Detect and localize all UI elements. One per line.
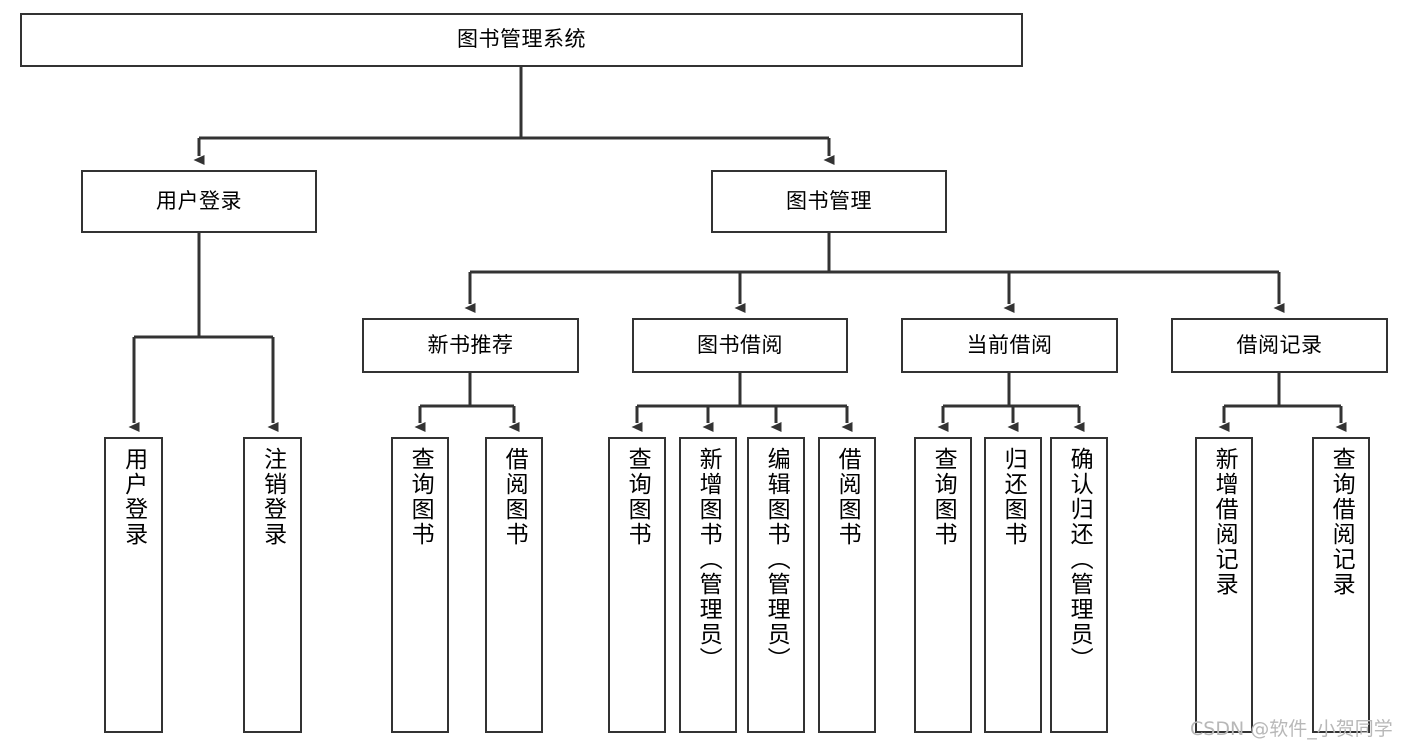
node-root-label: 图书管理系统 <box>457 27 586 52</box>
node-leaf-query-record-label: 查询借阅记录 <box>1328 447 1355 597</box>
watermark: CSDN @软件_小贺同学 <box>1190 718 1393 740</box>
node-leaf-add-record-label: 新增借阅记录 <box>1211 447 1238 597</box>
node-leaf-user-login[interactable]: 用户登录 <box>104 437 163 733</box>
node-leaf-edit-book-label: 编辑图书（管理员） <box>763 447 790 672</box>
node-leaf-borrow-book-rec[interactable]: 借阅图书 <box>485 437 543 733</box>
node-leaf-edit-book[interactable]: 编辑图书（管理员） <box>747 437 805 733</box>
node-current-borrow[interactable]: 当前借阅 <box>901 318 1118 373</box>
node-leaf-logout-label: 注销登录 <box>259 447 286 547</box>
node-leaf-query-record[interactable]: 查询借阅记录 <box>1312 437 1370 733</box>
node-leaf-logout[interactable]: 注销登录 <box>243 437 302 733</box>
node-new-book-recommend[interactable]: 新书推荐 <box>362 318 579 373</box>
node-user-login-label: 用户登录 <box>156 188 242 213</box>
node-leaf-query-book-rec-label: 查询图书 <box>407 447 434 547</box>
node-new-book-recommend-label: 新书推荐 <box>427 332 514 357</box>
node-borrow-record[interactable]: 借阅记录 <box>1171 318 1388 373</box>
node-leaf-query-book-cur-label: 查询图书 <box>930 447 957 547</box>
node-borrow-record-label: 借阅记录 <box>1236 332 1323 357</box>
node-leaf-confirm-return-label: 确认归还（管理员） <box>1066 447 1093 672</box>
node-leaf-query-book-bor[interactable]: 查询图书 <box>608 437 666 733</box>
node-book-manage-label: 图书管理 <box>786 188 872 213</box>
node-leaf-query-book-bor-label: 查询图书 <box>624 447 651 547</box>
node-current-borrow-label: 当前借阅 <box>966 332 1053 357</box>
node-book-borrow[interactable]: 图书借阅 <box>632 318 848 373</box>
node-leaf-query-book-rec[interactable]: 查询图书 <box>391 437 449 733</box>
node-leaf-user-login-label: 用户登录 <box>120 447 147 547</box>
node-leaf-return-book[interactable]: 归还图书 <box>984 437 1042 733</box>
node-leaf-borrow-book-rec-label: 借阅图书 <box>501 447 528 547</box>
node-book-manage[interactable]: 图书管理 <box>711 170 947 233</box>
node-leaf-add-book-label: 新增图书（管理员） <box>695 447 722 672</box>
node-leaf-confirm-return[interactable]: 确认归还（管理员） <box>1050 437 1108 733</box>
node-leaf-borrow-book-bor[interactable]: 借阅图书 <box>818 437 876 733</box>
node-leaf-query-book-cur[interactable]: 查询图书 <box>914 437 972 733</box>
node-root[interactable]: 图书管理系统 <box>20 13 1023 67</box>
node-leaf-borrow-book-bor-label: 借阅图书 <box>834 447 861 547</box>
node-leaf-return-book-label: 归还图书 <box>1000 447 1027 547</box>
node-leaf-add-book[interactable]: 新增图书（管理员） <box>679 437 737 733</box>
node-user-login[interactable]: 用户登录 <box>81 170 317 233</box>
node-leaf-add-record[interactable]: 新增借阅记录 <box>1195 437 1253 733</box>
node-book-borrow-label: 图书借阅 <box>697 332 783 357</box>
